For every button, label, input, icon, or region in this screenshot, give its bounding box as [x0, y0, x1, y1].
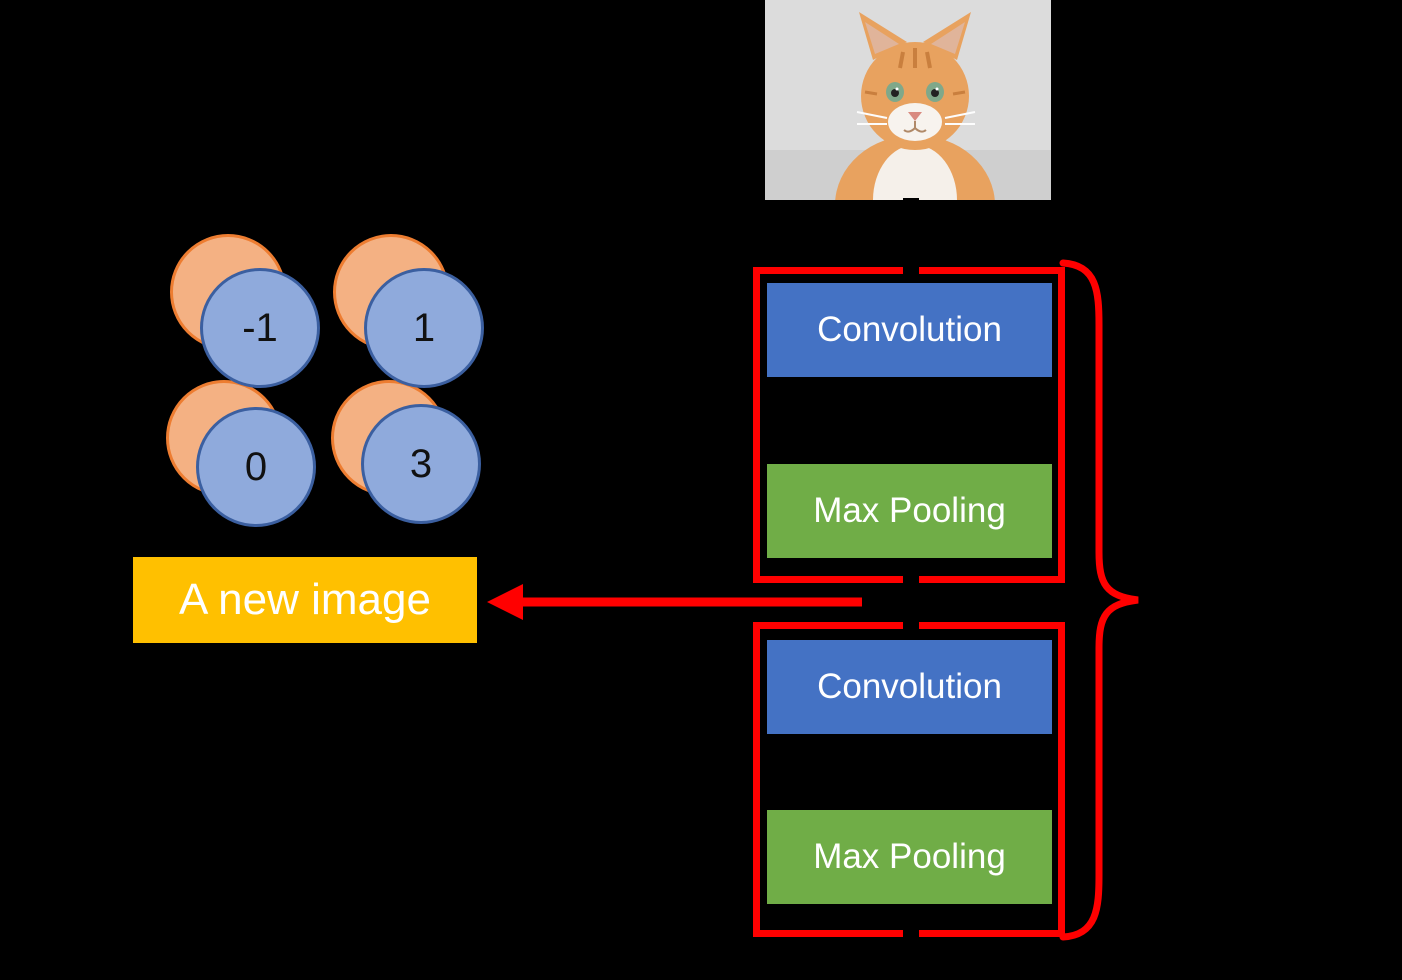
- convolution-layer-1-label: Convolution: [817, 310, 1002, 349]
- curly-brace: [1059, 259, 1139, 941]
- matrix-cell-value: -1: [242, 305, 278, 350]
- convolution-layer-2: Convolution: [767, 640, 1052, 734]
- max-pooling-layer-1: Max Pooling: [767, 464, 1052, 558]
- matrix-cell-value: 1: [412, 305, 436, 350]
- connector-line: [903, 198, 919, 284]
- matrix-cell: 0: [196, 407, 316, 527]
- matrix-cell-value: 3: [409, 441, 433, 486]
- new-image-text: A new image: [179, 575, 431, 624]
- new-image-label: A new image: [133, 557, 477, 643]
- matrix-cell: -1: [200, 268, 320, 388]
- red-arrow: [487, 584, 862, 620]
- matrix-cell: 3: [361, 404, 481, 524]
- kitten-illustration: [765, 0, 1051, 275]
- connector-line: [903, 556, 919, 642]
- matrix-cell: 1: [364, 268, 484, 388]
- convolution-layer-1: Convolution: [767, 283, 1052, 377]
- cat-photo: [765, 0, 1051, 275]
- connector-line: [903, 900, 919, 958]
- convolution-layer-2-label: Convolution: [817, 667, 1002, 706]
- max-pooling-layer-2: Max Pooling: [767, 810, 1052, 904]
- max-pooling-layer-1-label: Max Pooling: [813, 491, 1006, 530]
- max-pooling-layer-2-label: Max Pooling: [813, 837, 1006, 876]
- matrix-cell-value: 0: [244, 444, 268, 489]
